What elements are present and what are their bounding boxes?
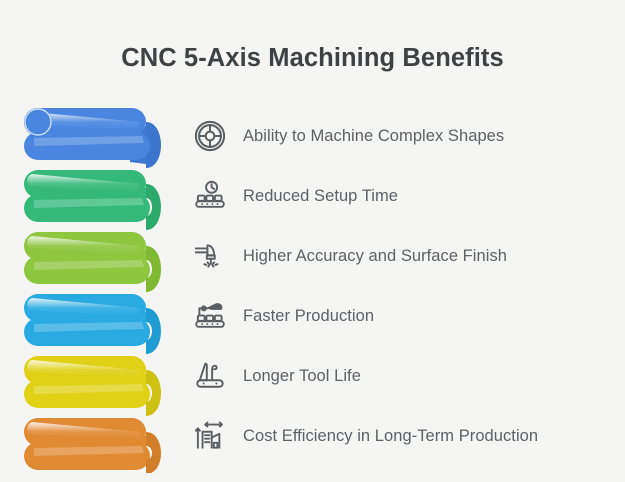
list-item-label: Longer Tool Life xyxy=(243,366,361,385)
list-item-label: Reduced Setup Time xyxy=(243,186,398,205)
list-item-label: Cost Efficiency in Long-Term Production xyxy=(243,426,539,445)
factory-dimensions-icon xyxy=(188,414,232,458)
list-item[interactable]: Cost Efficiency in Long-Term Production xyxy=(188,406,625,466)
list-item-label: Faster Production xyxy=(243,306,375,325)
benefits-list: Ability to Machine Complex Shapes Re xyxy=(188,106,625,466)
helix-coil-2-green xyxy=(24,170,161,230)
conveyor-robot-arm-icon xyxy=(188,294,232,338)
list-item[interactable]: Higher Accuracy and Surface Finish xyxy=(188,226,625,286)
list-item[interactable]: Faster Production xyxy=(188,286,625,346)
helix-spiral-graphic xyxy=(8,88,176,473)
precision-cutter-icon xyxy=(188,234,232,278)
list-item[interactable]: Reduced Setup Time xyxy=(188,166,625,226)
helix-coil-6-orange xyxy=(24,418,161,473)
list-item-label: Higher Accuracy and Surface Finish xyxy=(243,246,507,265)
helix-coil-1-blue xyxy=(24,108,161,168)
list-item[interactable]: Ability to Machine Complex Shapes xyxy=(188,106,625,166)
page-title: CNC 5-Axis Machining Benefits xyxy=(121,44,504,72)
machine-wheel-icon xyxy=(188,114,232,158)
conveyor-clock-icon xyxy=(188,174,232,218)
helix-coil-5-yellow xyxy=(24,356,161,416)
helix-coil-3-olive xyxy=(24,232,161,292)
list-item[interactable]: Longer Tool Life xyxy=(188,346,625,406)
helix-coil-4-cyan xyxy=(24,294,161,354)
list-item-label: Ability to Machine Complex Shapes xyxy=(243,126,505,145)
multi-tool-knife-icon xyxy=(188,354,232,398)
